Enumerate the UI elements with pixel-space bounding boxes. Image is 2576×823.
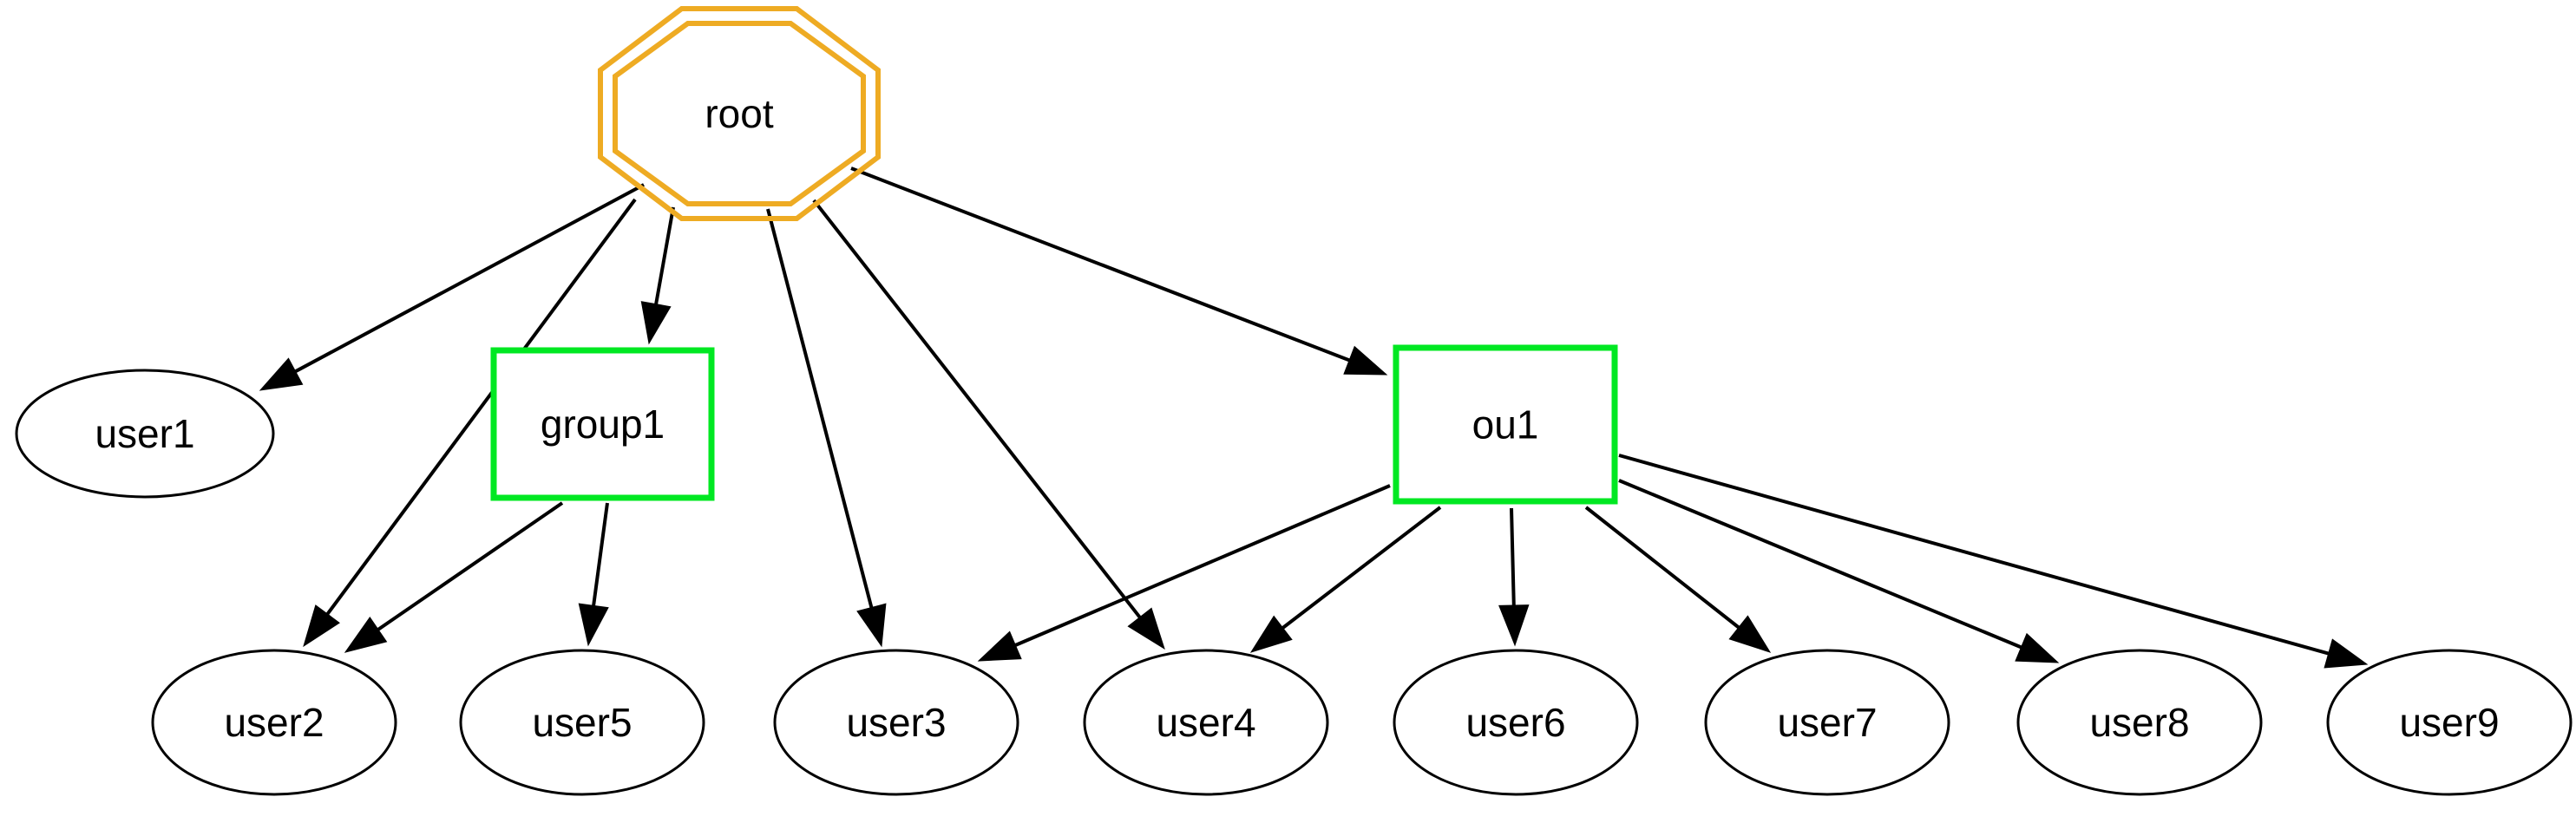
edge-arrowhead xyxy=(2324,638,2369,669)
edge-ou1-to-user6 xyxy=(1498,507,1530,647)
edge-arrowhead xyxy=(1249,615,1293,653)
node-shape-ellipse[interactable] xyxy=(773,649,1019,796)
node-user7[interactable]: user7 xyxy=(1704,649,1950,796)
edge-arrowhead xyxy=(1728,615,1772,653)
edge-line xyxy=(325,198,637,616)
edge-line xyxy=(1584,506,1740,630)
edge-line xyxy=(1281,506,1442,630)
node-shape-ellipse[interactable] xyxy=(1704,649,1950,796)
node-group1[interactable]: group1 xyxy=(490,347,715,501)
edge-line xyxy=(377,501,564,631)
node-user2[interactable]: user2 xyxy=(151,649,397,796)
edge-line xyxy=(592,502,609,606)
node-shape-octagon-inner xyxy=(613,21,866,206)
edge-root-to-user4 xyxy=(812,199,1165,650)
edge-root-to-group1 xyxy=(640,206,675,345)
edge-arrowhead xyxy=(856,603,887,648)
edge-root-to-user3 xyxy=(766,208,887,648)
edge-line xyxy=(654,206,675,305)
node-shape-ellipse[interactable] xyxy=(2326,649,2573,796)
edge-line xyxy=(766,208,874,609)
edge-ou1-to-user8 xyxy=(1618,479,2060,663)
node-user6[interactable]: user6 xyxy=(1393,649,1639,796)
edge-line xyxy=(850,167,1350,363)
edge-root-to-user2 xyxy=(303,198,637,648)
node-user1[interactable]: user1 xyxy=(15,369,275,499)
node-shape-box[interactable] xyxy=(1393,344,1618,505)
node-user4[interactable]: user4 xyxy=(1083,649,1329,796)
edge-arrowhead xyxy=(344,617,388,653)
edge-line xyxy=(294,183,645,374)
node-shape-ellipse[interactable] xyxy=(1393,649,1639,796)
edge-line xyxy=(1014,484,1391,647)
edge-arrowhead xyxy=(1343,345,1388,376)
node-ou1[interactable]: ou1 xyxy=(1393,344,1618,505)
node-shape-ellipse[interactable] xyxy=(2016,649,2263,796)
edge-arrowhead xyxy=(303,604,340,648)
edge-group1-to-user2 xyxy=(344,501,564,653)
edge-line xyxy=(1510,507,1516,606)
node-user5[interactable]: user5 xyxy=(459,649,705,796)
edge-root-to-ou1 xyxy=(850,167,1388,376)
node-shape-ellipse[interactable] xyxy=(459,649,705,796)
node-root[interactable]: root xyxy=(598,6,881,221)
edges-layer xyxy=(259,167,2369,669)
node-shape-octagon-outer[interactable] xyxy=(598,6,881,221)
edge-ou1-to-user7 xyxy=(1584,506,1772,653)
edge-arrowhead xyxy=(1127,607,1165,650)
nodes-layer: root user1 group1 ou1 user2 user5 user3 user4 us… xyxy=(15,6,2573,796)
node-label-root: root xyxy=(705,91,773,136)
edge-line xyxy=(1618,479,2022,650)
edge-arrowhead xyxy=(1498,604,1530,647)
edge-group1-to-user5 xyxy=(578,502,609,647)
edge-ou1-to-user9 xyxy=(1618,454,2369,669)
node-user9[interactable]: user9 xyxy=(2326,649,2573,796)
node-user3[interactable]: user3 xyxy=(773,649,1019,796)
edge-line xyxy=(1618,454,2330,656)
node-shape-box[interactable] xyxy=(490,347,715,501)
edge-ou1-to-user4 xyxy=(1249,506,1442,653)
edge-ou1-to-user3 xyxy=(977,484,1391,662)
node-shape-ellipse[interactable] xyxy=(151,649,397,796)
node-user8[interactable]: user8 xyxy=(2016,649,2263,796)
edge-arrowhead xyxy=(578,603,609,647)
edge-arrowhead xyxy=(259,357,304,391)
edge-arrowhead xyxy=(977,630,1022,662)
node-shape-ellipse[interactable] xyxy=(1083,649,1329,796)
edge-line xyxy=(812,199,1142,619)
edge-arrowhead xyxy=(2015,632,2060,663)
edge-root-to-user1 xyxy=(259,183,645,391)
edge-arrowhead xyxy=(640,301,672,345)
node-shape-ellipse[interactable] xyxy=(15,369,275,499)
